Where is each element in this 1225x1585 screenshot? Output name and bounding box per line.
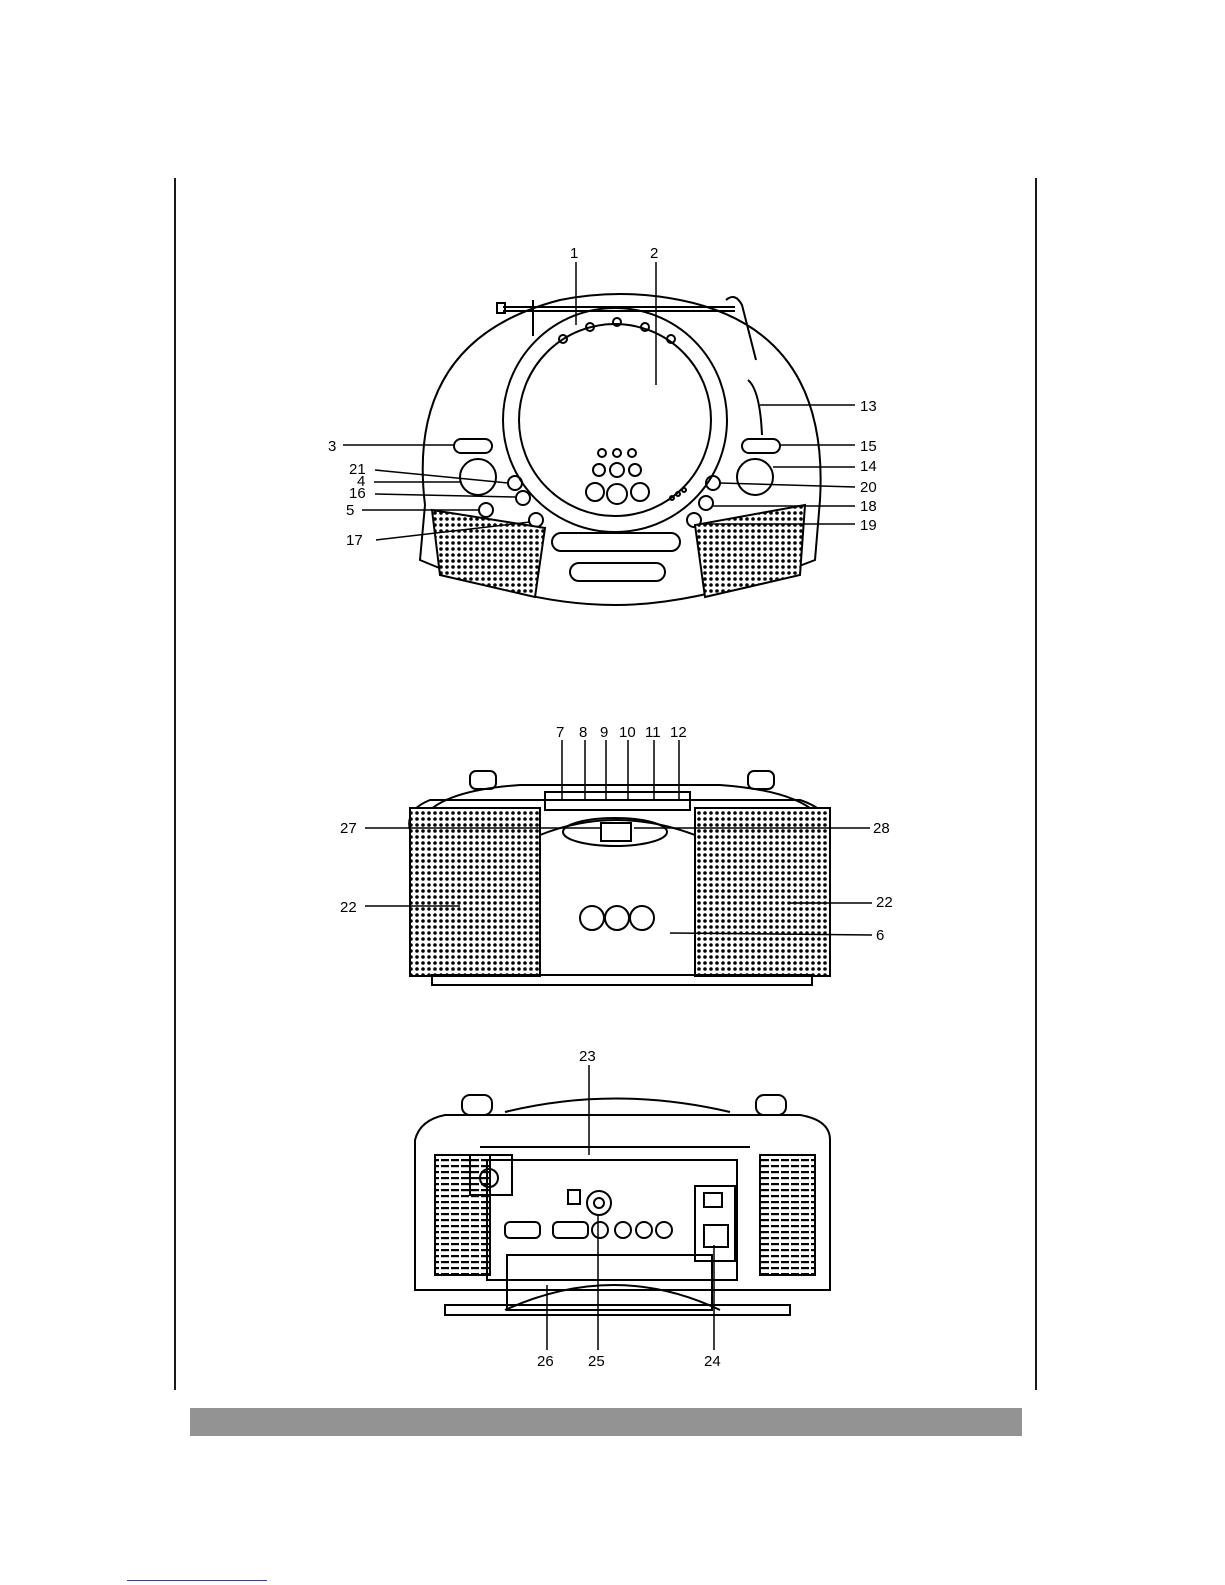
- callout-3: 3: [328, 438, 336, 455]
- callout-1: 1: [570, 245, 578, 262]
- callout-20: 20: [860, 479, 877, 496]
- callout-5: 5: [346, 502, 354, 519]
- callout-19: 19: [860, 517, 877, 534]
- callout-27: 27: [340, 820, 357, 837]
- callout-2: 2: [650, 245, 658, 262]
- callout-12: 12: [670, 724, 687, 741]
- callout-8: 8: [579, 724, 587, 741]
- callout-22-right: 22: [876, 894, 893, 911]
- callout-24: 24: [704, 1353, 721, 1370]
- figure-front-view: [409, 771, 830, 985]
- callout-28: 28: [873, 820, 890, 837]
- callout-25: 25: [588, 1353, 605, 1370]
- callout-6: 6: [876, 927, 884, 944]
- callout-11: 11: [645, 724, 661, 741]
- callout-26: 26: [537, 1353, 554, 1370]
- figure-top-view: [420, 294, 821, 605]
- callout-10: 10: [619, 724, 636, 741]
- callout-15: 15: [860, 438, 877, 455]
- callout-17: 17: [346, 532, 363, 549]
- callout-13: 13: [860, 398, 877, 415]
- footer-bar: [190, 1408, 1022, 1436]
- callout-9: 9: [600, 724, 608, 741]
- callout-14: 14: [860, 458, 877, 475]
- bottom-link-underline[interactable]: [127, 1580, 267, 1582]
- callout-23: 23: [579, 1048, 596, 1065]
- callout-22-left: 22: [340, 899, 357, 916]
- callout-7: 7: [556, 724, 564, 741]
- figure-rear-view: [415, 1095, 830, 1315]
- callout-16: 16: [349, 485, 366, 502]
- callout-18: 18: [860, 498, 877, 515]
